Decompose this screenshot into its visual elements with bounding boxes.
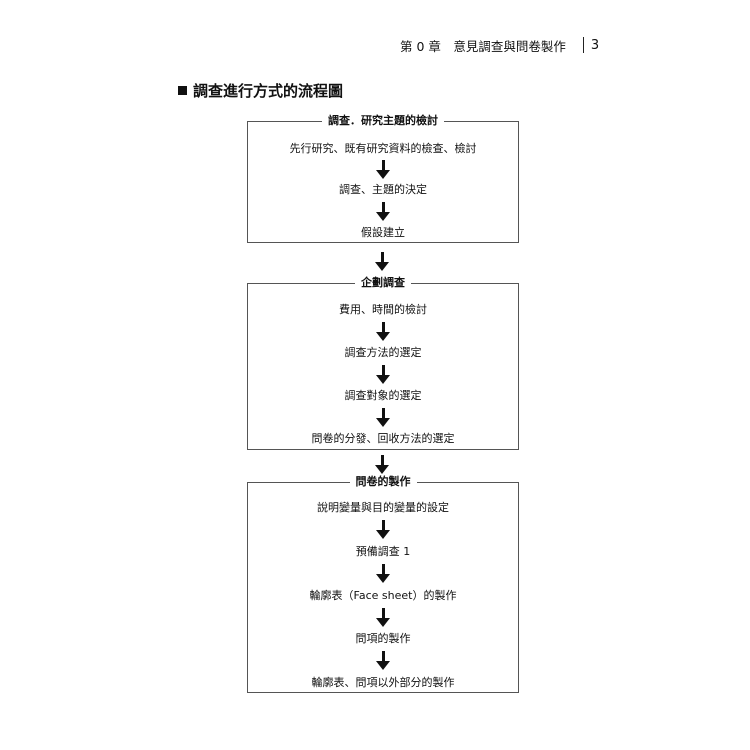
- flow-step: 問項的製作: [355, 632, 411, 645]
- down-arrow-icon: [376, 564, 390, 583]
- flow-step: 輪廓表、問項以外部分的製作: [311, 676, 455, 689]
- section-heading: 調查進行方式的流程圖: [178, 80, 343, 101]
- down-arrow-icon: [376, 408, 390, 427]
- down-arrow-icon: [376, 520, 390, 539]
- header-divider: [582, 37, 584, 53]
- group-title: 企劃調查: [248, 275, 518, 291]
- down-arrow-icon: [375, 455, 389, 474]
- down-arrow-icon: [376, 160, 390, 179]
- flow-step: 調查、主題的決定: [339, 183, 427, 196]
- flow-step: 預備調查 1: [355, 545, 411, 558]
- group-title: 問卷的製作: [248, 474, 518, 490]
- chapter-title: 第 0 章 意見調查與問卷製作: [400, 38, 566, 54]
- section-title-text: 調查進行方式的流程圖: [193, 82, 344, 100]
- flow-group-research-topic: 調查．研究主題的檢討 先行研究、既有研究資料的檢查、檢討 調查、主題的決定 假設…: [247, 114, 519, 243]
- square-bullet-icon: [178, 86, 187, 95]
- flow-step: 說明變量與目的變量的設定: [317, 501, 449, 514]
- flow-step: 輪廓表（Face sheet）的製作: [309, 589, 457, 602]
- flow-group-survey-planning: 企劃調查 費用、時間的檢討 調查方法的選定 調查對象的選定 問卷的分發、回收方法…: [247, 276, 519, 450]
- down-arrow-icon: [376, 365, 390, 384]
- group-title: 調查．研究主題的檢討: [248, 113, 518, 129]
- running-header: 第 0 章 意見調查與問卷製作 3: [400, 36, 599, 54]
- flow-step: 調查對象的選定: [344, 389, 422, 402]
- flow-step: 假設建立: [361, 226, 405, 239]
- flow-step: 調查方法的選定: [344, 346, 422, 359]
- down-arrow-icon: [376, 651, 390, 670]
- flow-group-questionnaire-making: 問卷的製作 說明變量與目的變量的設定 預備調查 1 輪廓表（Face sheet…: [247, 475, 519, 693]
- down-arrow-icon: [375, 252, 389, 271]
- flow-step: 費用、時間的檢討: [339, 303, 427, 316]
- page-number: 3: [590, 37, 600, 53]
- down-arrow-icon: [376, 322, 390, 341]
- flow-step: 先行研究、既有研究資料的檢查、檢討: [289, 142, 477, 155]
- down-arrow-icon: [376, 202, 390, 221]
- flow-step: 問卷的分發、回收方法的選定: [311, 432, 455, 445]
- down-arrow-icon: [376, 608, 390, 627]
